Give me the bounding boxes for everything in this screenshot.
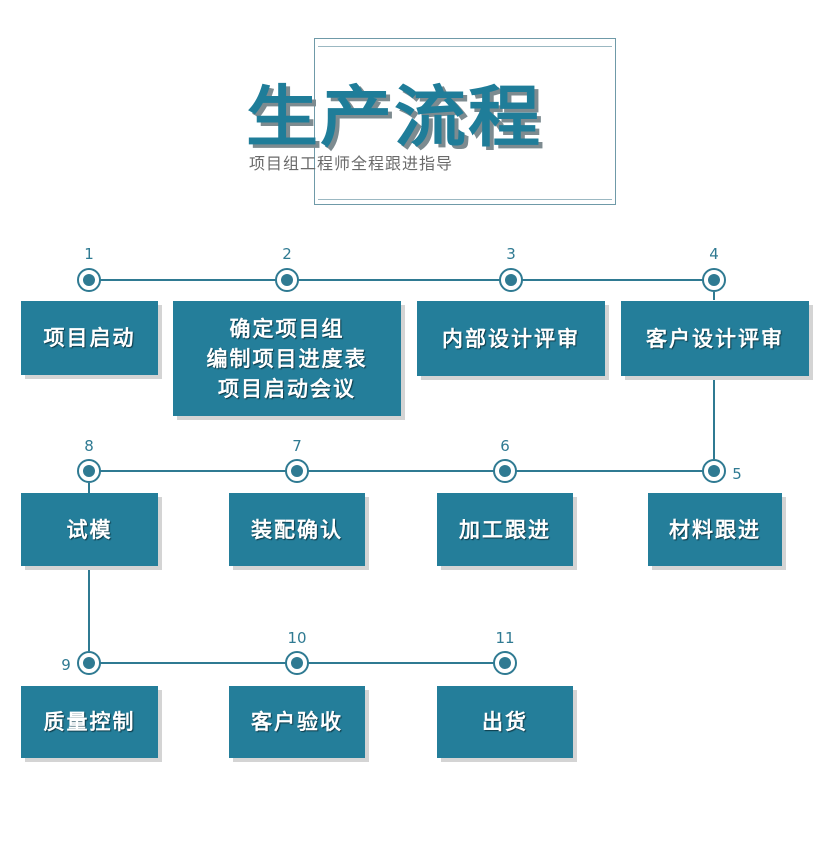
- step-node-7: [285, 459, 309, 483]
- step-number-10: 10: [287, 629, 307, 647]
- step-box-8: 试模: [21, 493, 158, 566]
- step-number-2: 2: [282, 245, 292, 263]
- step-node-6: [493, 459, 517, 483]
- title-frame: [314, 38, 616, 205]
- step-node-11: [493, 651, 517, 675]
- step-box-3: 内部设计评审: [417, 301, 605, 376]
- step-box-10: 客户验收: [229, 686, 365, 758]
- step-node-8: [77, 459, 101, 483]
- step-number-3: 3: [506, 245, 516, 263]
- step-node-10: [285, 651, 309, 675]
- page-title: 生产流程: [246, 78, 543, 156]
- step-box-4: 客户设计评审: [621, 301, 809, 376]
- step-number-11: 11: [495, 629, 515, 647]
- step-box-5: 材料跟进: [648, 493, 782, 566]
- step-box-6: 加工跟进: [437, 493, 573, 566]
- step-number-5: 5: [732, 465, 742, 483]
- step-box-1: 项目启动: [21, 301, 158, 375]
- step-node-3: [499, 268, 523, 292]
- step-node-5: [702, 459, 726, 483]
- step-box-11: 出货: [437, 686, 573, 758]
- step-node-4: [702, 268, 726, 292]
- step-number-9: 9: [61, 656, 71, 674]
- step-box-2: 确定项目组 编制项目进度表 项目启动会议: [173, 301, 401, 416]
- step-number-6: 6: [500, 437, 510, 455]
- step-node-1: [77, 268, 101, 292]
- step-node-9: [77, 651, 101, 675]
- step-number-1: 1: [84, 245, 94, 263]
- step-box-9: 质量控制: [21, 686, 158, 758]
- step-box-7: 装配确认: [229, 493, 365, 566]
- step-number-4: 4: [709, 245, 719, 263]
- step-number-7: 7: [292, 437, 302, 455]
- page-subtitle: 项目组工程师全程跟进指导: [249, 154, 454, 173]
- step-node-2: [275, 268, 299, 292]
- step-number-8: 8: [84, 437, 94, 455]
- title-frame-inner: [318, 46, 612, 200]
